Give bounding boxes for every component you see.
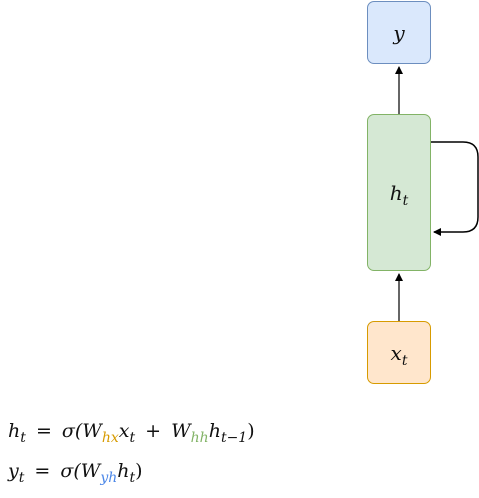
hidden-state-node: ht bbox=[367, 114, 431, 271]
hidden-state-equation: ht = σ(Whxxt + Whhht−1) bbox=[8, 420, 255, 446]
input-node-label: xt bbox=[390, 340, 408, 369]
output-node: y bbox=[367, 1, 431, 64]
hidden-node-label: ht bbox=[389, 180, 409, 209]
input-node: xt bbox=[367, 321, 431, 384]
weight-hh-subscript: hh bbox=[190, 430, 209, 446]
weight-yh-subscript: yh bbox=[100, 470, 118, 486]
output-equation: yt = σ(Wyhht) bbox=[8, 460, 143, 486]
edge-recurrent-loop bbox=[431, 141, 479, 236]
weight-hx-subscript: hx bbox=[101, 430, 119, 446]
output-node-label: y bbox=[393, 20, 405, 45]
